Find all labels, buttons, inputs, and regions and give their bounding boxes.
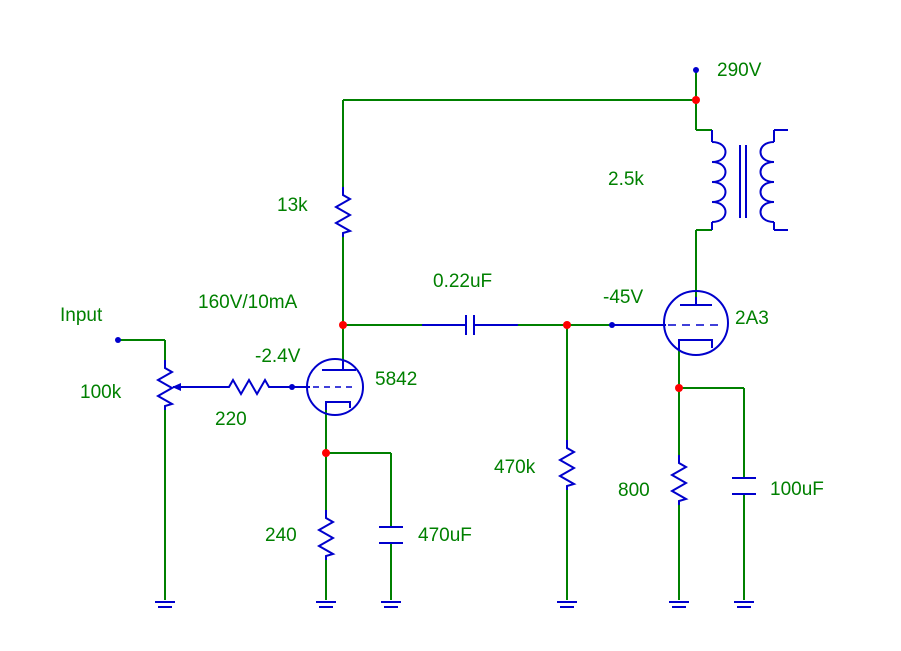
junctions	[322, 96, 700, 457]
potentiometer-100k	[155, 360, 175, 410]
capacitor-100uf	[732, 477, 756, 495]
label-driver-tube: 5842	[375, 369, 417, 390]
capacitor-470uf	[379, 526, 403, 544]
label-potentiometer: 100k	[80, 382, 122, 403]
label-driver-cathode-capacitor: 470uF	[418, 525, 472, 546]
label-transformer-impedance: 2.5k	[608, 169, 644, 190]
label-output-grid-voltage: -45V	[603, 287, 643, 308]
ground-symbols	[155, 601, 754, 608]
capacitor-0-22uf	[422, 315, 518, 335]
output-transformer	[711, 129, 788, 231]
label-output-cathode-resistor: 800	[618, 480, 650, 501]
pot-wiper-arrow	[172, 383, 181, 391]
wires	[118, 70, 745, 600]
resistor-240	[316, 510, 336, 560]
components	[155, 129, 788, 608]
label-plate-voltage-current: 160V/10mA	[198, 292, 298, 313]
label-driver-cathode-resistor: 240	[265, 525, 297, 546]
resistor-13k	[333, 187, 353, 237]
resistor-470k	[557, 440, 577, 490]
label-grid-leak: 470k	[494, 457, 536, 478]
tube-5842	[292, 358, 364, 416]
label-output-cathode-capacitor: 100uF	[770, 479, 824, 500]
label-driver-grid-voltage: -2.4V	[255, 346, 301, 367]
label-13k: 13k	[277, 195, 308, 216]
label-grid-stopper: 220	[215, 409, 247, 430]
label-coupling-capacitor: 0.22uF	[433, 271, 492, 292]
label-supply-voltage: 290V	[717, 60, 762, 81]
pins	[115, 67, 699, 390]
label-input: Input	[60, 305, 103, 326]
resistor-800	[669, 455, 689, 505]
tube-2a3	[612, 290, 729, 356]
resistor-220	[221, 377, 292, 397]
label-output-tube: 2A3	[735, 308, 769, 329]
